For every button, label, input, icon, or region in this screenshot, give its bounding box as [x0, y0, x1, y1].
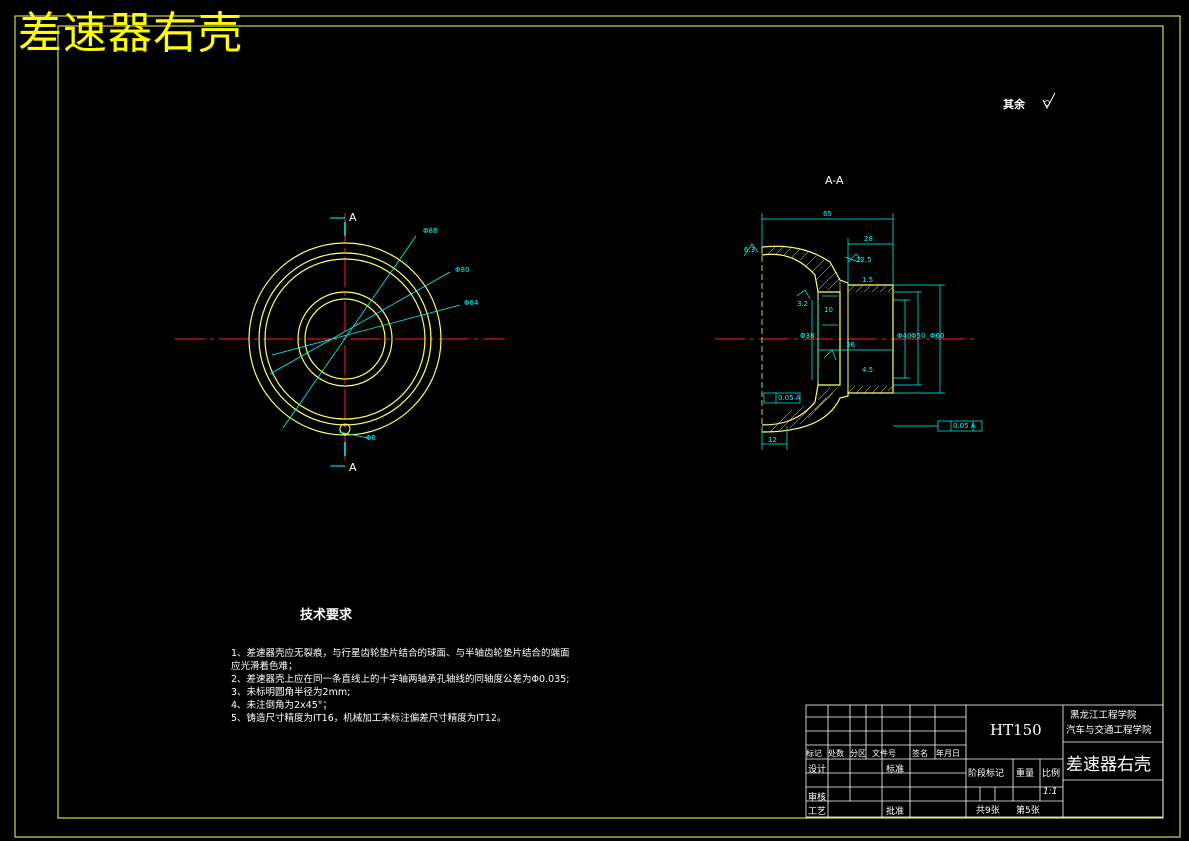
requirement-line: 4、未注倒角为2x45°； — [231, 700, 333, 711]
material: HT150 — [990, 721, 1042, 739]
tech-requirements-title: 技术要求 — [300, 608, 353, 623]
dim-d64: Φ64 — [464, 299, 479, 307]
dim-28: 28 — [864, 235, 873, 243]
dim-chamfer1: 1.5 — [862, 276, 874, 284]
dim-65: 65 — [823, 210, 832, 218]
dim-d50: Φ50 — [911, 332, 926, 340]
school-line2: 汽车与交通工程学院 — [1066, 725, 1152, 736]
dim-36: 36 — [846, 341, 855, 349]
dim-d88: Φ88 — [423, 227, 438, 235]
requirement-line: 5、铸造尺寸精度为IT16，机械加工未标注偏差尺寸精度为IT12。 — [231, 713, 507, 724]
label-stage: 阶段标记 — [968, 769, 1005, 779]
hdr-zone: 分区 — [850, 749, 866, 758]
section-mark-top: A — [349, 211, 357, 224]
rough-3: 12.5 — [856, 256, 872, 264]
outer-frame — [14, 15, 1181, 838]
label-scale: 比例 — [1042, 769, 1061, 779]
hdr-mark: 标记 — [806, 749, 822, 758]
requirement-line: 3、未标明圆角半径为2mm; — [231, 687, 351, 698]
title-block-grid — [805, 704, 1164, 818]
drawing-title: 差速器右壳 — [18, 8, 243, 59]
sheet-number: 第5张 — [1016, 806, 1040, 816]
section-view — [715, 213, 983, 450]
section-mark-bottom: A — [349, 461, 357, 474]
dim-10: 10 — [824, 306, 833, 314]
requirement-line: 2、差速器壳上应在同一条直线上的十字轴两轴承孔轴线的同轴度公差为Φ0.035; — [231, 674, 570, 685]
part-name: 差速器右壳 — [1066, 755, 1151, 775]
roughness-note: 其余 — [1003, 98, 1025, 111]
hdr-sign: 签名 — [912, 749, 928, 758]
label-design: 设计 — [808, 765, 827, 775]
sheets-total: 共9张 — [976, 806, 1000, 816]
inner-frame — [57, 25, 1164, 819]
dim-12: 12 — [768, 436, 777, 444]
label-process: 工艺 — [808, 807, 827, 817]
dim-d80: Φ80 — [455, 266, 470, 274]
dim-chamfer2: 4.5 — [862, 366, 874, 374]
tolerance-1: 0.05 A — [778, 394, 801, 402]
requirement-line: 应光滑着色难； — [231, 661, 298, 672]
tolerance-2: 0.05 A — [953, 422, 976, 430]
roughness-symbol-icon — [1042, 92, 1056, 110]
dim-hole: Φ6 — [366, 434, 376, 442]
dim-d38: Φ38 — [800, 332, 815, 340]
scale-value: 1:1 — [1043, 787, 1058, 797]
school-line1: 黑龙江工程学院 — [1070, 710, 1137, 721]
requirement-line: 1、差速器壳应无裂痕，与行星齿轮垫片结合的球面、与半轴齿轮垫片结合的端面 — [231, 648, 570, 659]
section-label: A-A — [825, 174, 844, 187]
rough-1: 6.3 — [744, 246, 756, 254]
label-approve: 批准 — [886, 807, 905, 817]
rough-2: 3.2 — [797, 300, 809, 308]
hdr-date: 年月日 — [936, 749, 960, 758]
label-weight: 重量 — [1016, 769, 1035, 779]
label-review: 审核 — [808, 793, 827, 803]
hdr-doc: 文件号 — [872, 749, 896, 758]
front-view — [175, 213, 505, 467]
dim-d60: Φ60 — [930, 332, 945, 340]
label-standard: 标准 — [886, 765, 905, 775]
dim-d40: Φ40 — [897, 332, 912, 340]
hdr-count: 处数 — [828, 749, 844, 758]
